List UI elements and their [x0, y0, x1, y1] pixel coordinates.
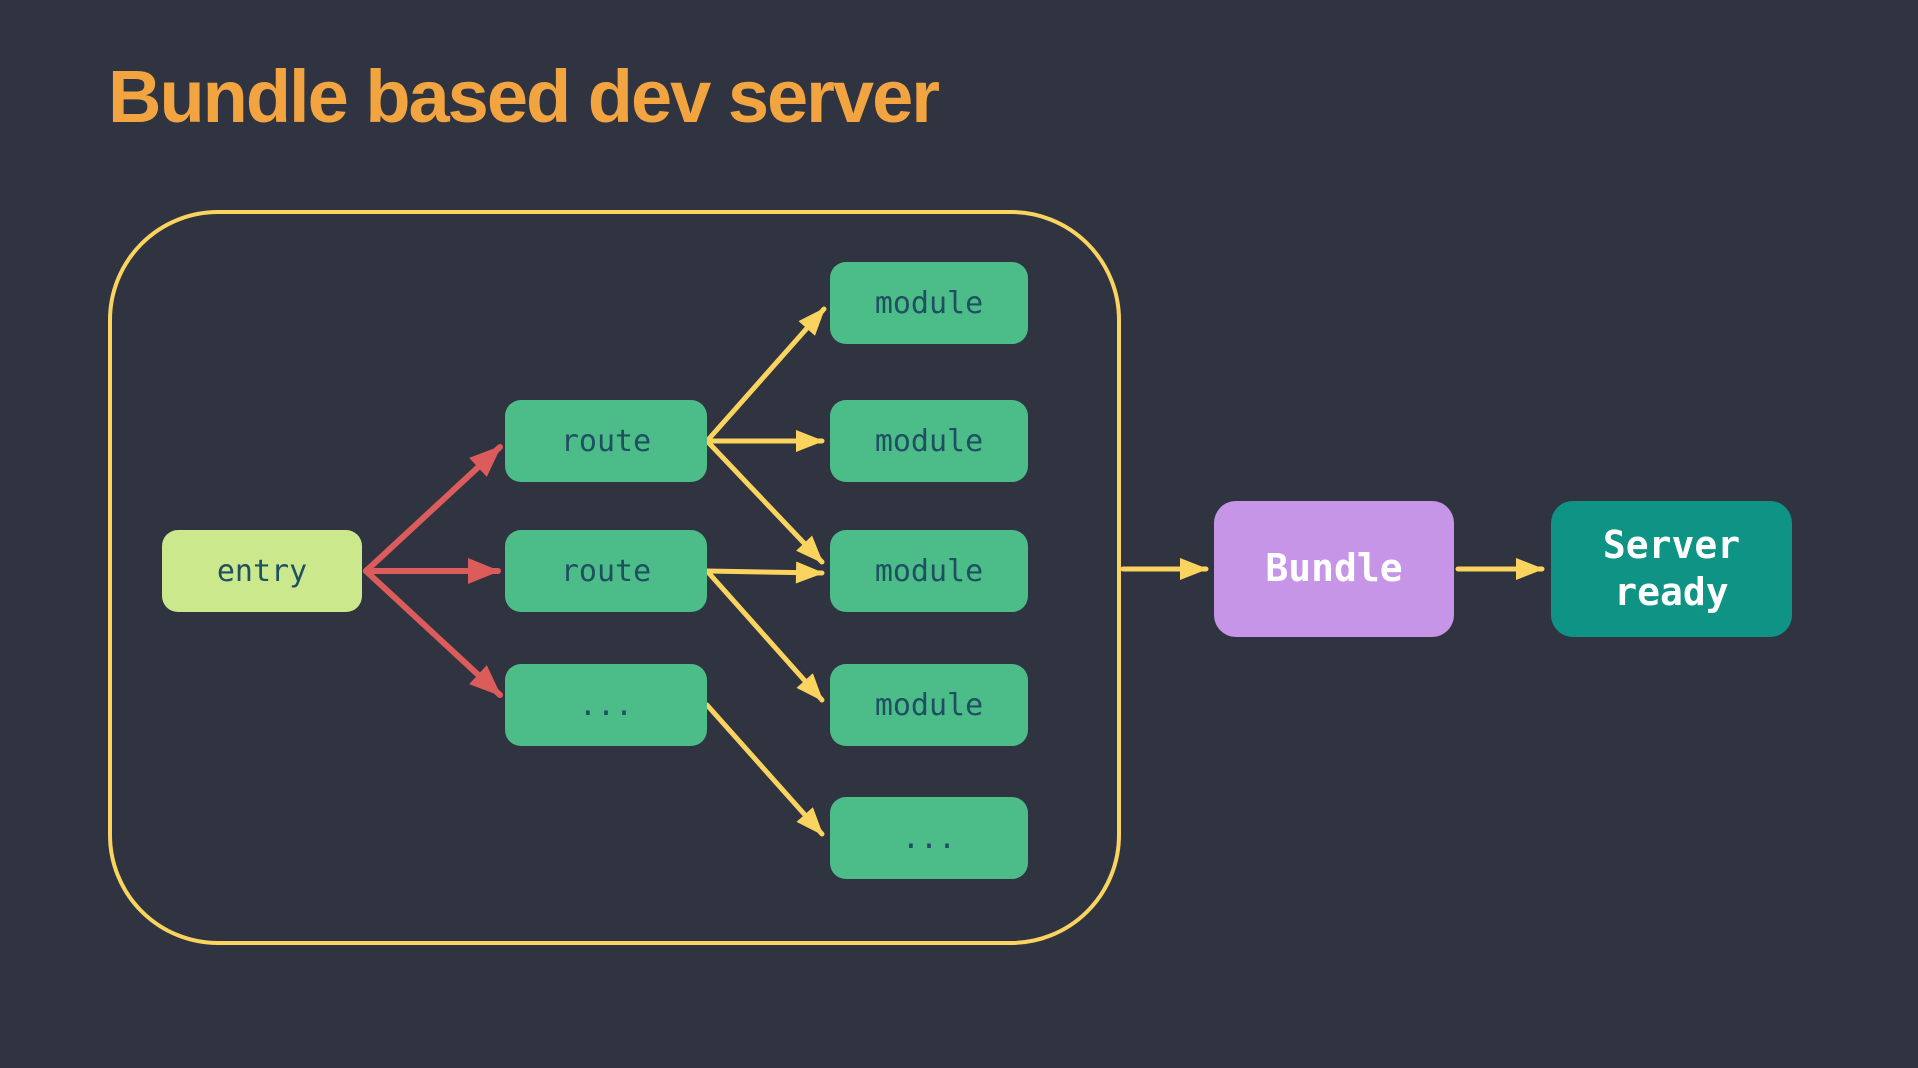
- entry-label: entry: [216, 553, 308, 589]
- module-node-3: module: [830, 530, 1028, 612]
- route-node-1: route: [505, 400, 707, 482]
- bundler-scope-outline: [108, 210, 1121, 945]
- module-2-label: module: [874, 423, 984, 459]
- server-ready-label: Server ready: [1602, 522, 1741, 615]
- module-3-label: module: [874, 553, 984, 589]
- module-ellipsis-node: ...: [830, 797, 1028, 879]
- diagram-title: Bundle based dev server: [108, 55, 940, 138]
- module-node-1: module: [830, 262, 1028, 344]
- bundle-node: Bundle: [1214, 501, 1454, 637]
- server-ready-node: Server ready: [1551, 501, 1792, 637]
- route-node-2: route: [505, 530, 707, 612]
- entry-node: entry: [162, 530, 362, 612]
- module-node-2: module: [830, 400, 1028, 482]
- module-4-label: module: [874, 687, 984, 723]
- route-ellipsis-node: ...: [505, 664, 707, 746]
- route-2-label: route: [560, 553, 652, 589]
- bundle-label: Bundle: [1265, 546, 1403, 591]
- module-1-label: module: [874, 285, 984, 321]
- module-ellipsis-label: ...: [901, 820, 957, 856]
- route-1-label: route: [560, 423, 652, 459]
- module-node-4: module: [830, 664, 1028, 746]
- route-ellipsis-label: ...: [578, 687, 634, 723]
